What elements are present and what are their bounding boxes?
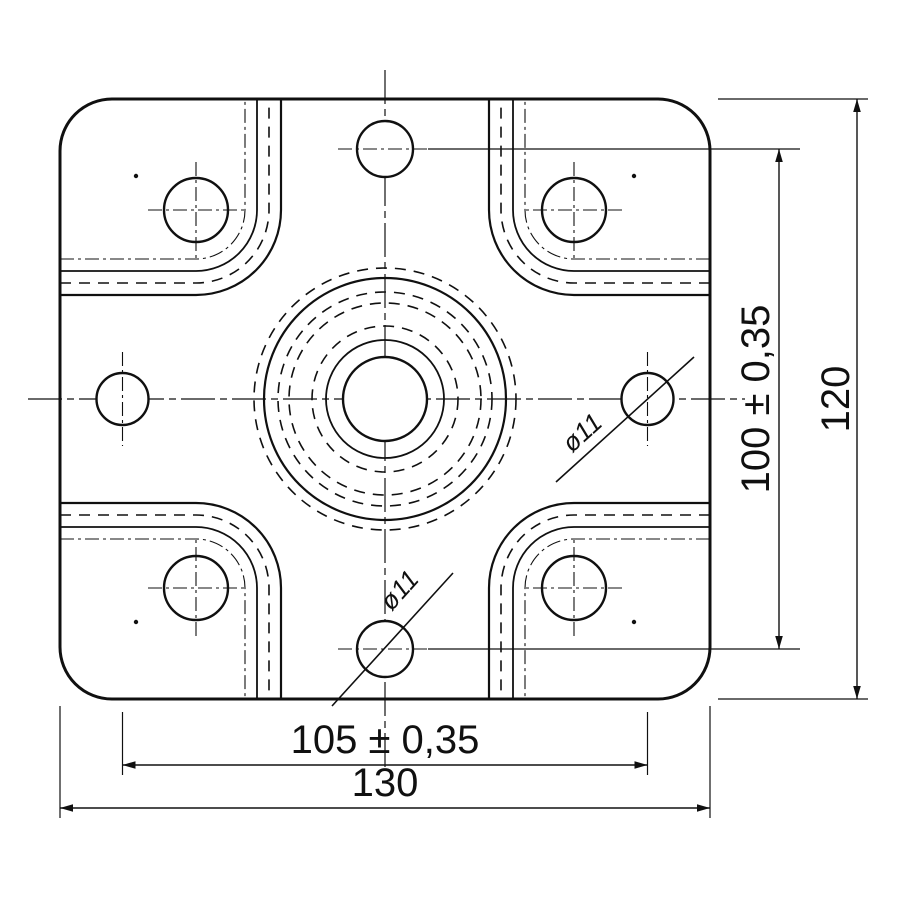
leader-line-right: [555, 356, 695, 483]
dim-label-100: 100 ± 0,35: [734, 305, 778, 494]
center-circle-hidden-inner: [311, 325, 459, 473]
center-circle-outer: [262, 276, 508, 522]
corner-feature-top-right: [487, 97, 712, 297]
dim-label-105: 105 ± 0,35: [291, 718, 480, 762]
center-counterbore: [325, 339, 445, 459]
corner-feature-bottom-left: [58, 501, 283, 701]
dimension-overall-height: 120: [718, 98, 868, 700]
center-bore-hole: [341, 355, 429, 443]
leader-dia-right: ø11: [555, 356, 695, 483]
dimension-hole-spacing-horizontal: 105 ± 0,35: [121, 712, 649, 775]
center-circle-hidden-mid1: [277, 291, 493, 507]
leader-line-bottom: [331, 572, 454, 707]
center-circle-hidden-outer: [253, 267, 517, 531]
center-circle-hidden-mid2: [288, 302, 482, 496]
center-boss: [253, 267, 517, 531]
dim-label-130: 130: [352, 761, 419, 805]
dimension-hole-spacing-vertical: 100 ± 0,35: [428, 148, 800, 650]
dia-label-right: ø11: [556, 407, 608, 458]
dimension-overall-width: 130: [59, 706, 711, 818]
corner-feature-top-left: [58, 97, 283, 297]
dim-label-120: 120: [814, 366, 858, 433]
corner-feature-bottom-right: [487, 501, 712, 701]
dia-label-bottom: ø11: [374, 564, 425, 616]
